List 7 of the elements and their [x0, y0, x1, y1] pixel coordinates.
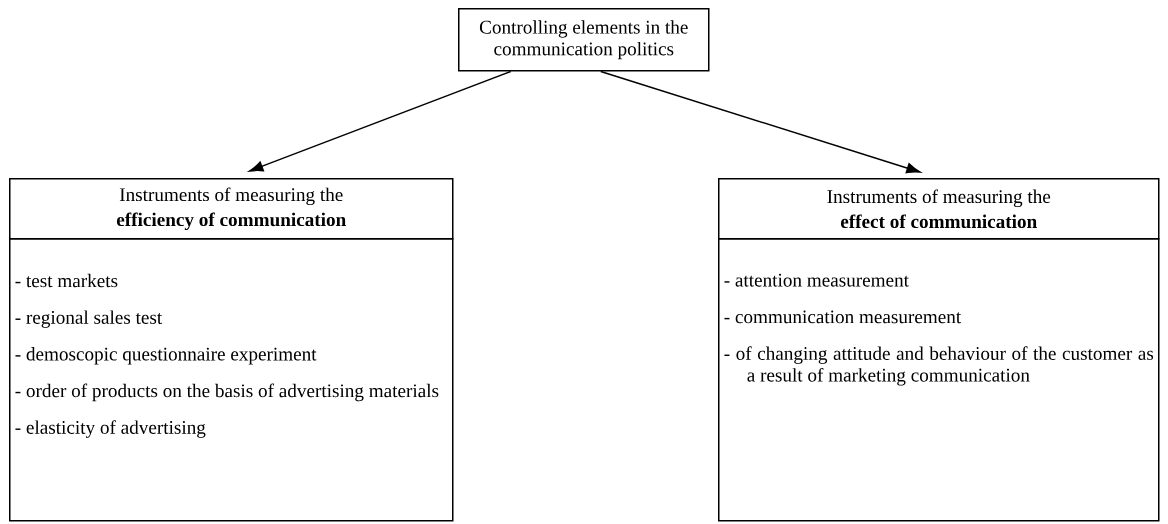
list-box: - attention measurement - communication measurement - of changing attitude and behaviour of the customer as a result of marketing communication: [718, 238, 1160, 522]
heading-box: Instruments of measuring the efficiency of communication: [9, 178, 454, 240]
title-box: Controlling elements in the communication politics: [458, 8, 710, 72]
list-box: - test markets - regional sales test - demoscopic questionnaire experiment - order of products on the basis of advertising materials - elasticity of advertising: [9, 238, 454, 522]
arrow: [249, 70, 512, 172]
heading-box: Instruments of measuring the effect of communication: [718, 178, 1160, 240]
arrow: [600, 70, 921, 174]
